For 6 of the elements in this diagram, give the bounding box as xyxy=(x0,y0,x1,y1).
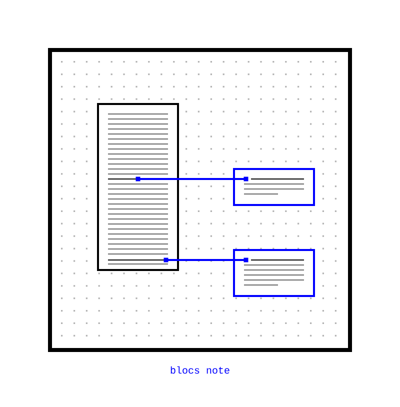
document-drawing xyxy=(97,103,179,271)
note-box xyxy=(233,249,315,297)
connector xyxy=(136,176,248,182)
note-box xyxy=(233,168,315,206)
connector xyxy=(164,258,248,262)
caption: blocs note xyxy=(170,366,230,374)
